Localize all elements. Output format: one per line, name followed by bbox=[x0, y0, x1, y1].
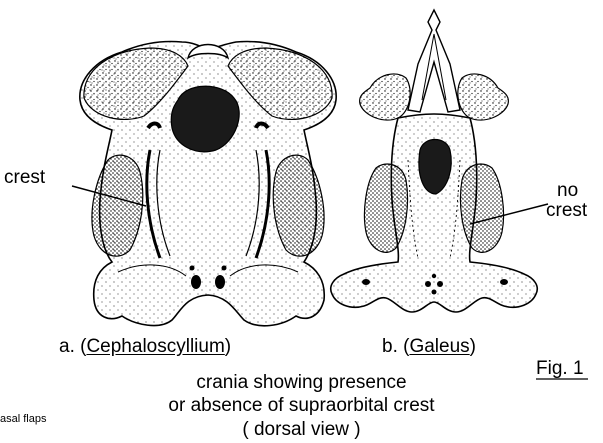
cranium-b-foramen-3 bbox=[432, 290, 437, 295]
panel-b-caption: b. (Galeus) bbox=[382, 337, 476, 356]
panel-a-suffix: ) bbox=[225, 336, 231, 357]
cranium-a-foramen-left bbox=[191, 275, 201, 289]
cranium-a-dot-1 bbox=[190, 266, 195, 271]
cranium-a bbox=[80, 41, 336, 325]
caption-line-2: or absence of supraorbital crest bbox=[100, 396, 503, 415]
cranium-b-right-orbit bbox=[460, 164, 503, 252]
cranium-b-foramen-1 bbox=[425, 281, 431, 287]
cropped-text-fragment: ​ bbox=[0, 434, 90, 443]
cranium-b-foramen-4 bbox=[432, 274, 436, 278]
cranium-b-left-nasal bbox=[360, 74, 411, 120]
no-crest-label: crest bbox=[546, 201, 587, 220]
panel-a-genus: Cephaloscyllium bbox=[86, 336, 224, 357]
cropped-text-line-1: asal flaps bbox=[0, 414, 46, 425]
panel-b-prefix: b. ( bbox=[382, 336, 409, 357]
cranium-b-rostrum bbox=[408, 10, 460, 112]
cranium-b-right-nasal bbox=[458, 74, 509, 120]
cranium-b-otic-left bbox=[362, 279, 370, 285]
cranium-b-foramen-2 bbox=[437, 281, 443, 287]
panel-a-prefix: a. ( bbox=[59, 336, 86, 357]
caption-line-1: crania showing presence bbox=[100, 373, 503, 392]
panel-a-caption: a. (Cephaloscyllium) bbox=[59, 337, 231, 356]
cranium-b-otic-right bbox=[500, 279, 508, 285]
cranium-b-left-orbit bbox=[364, 164, 407, 252]
caption-line-3: ( dorsal view ) bbox=[100, 420, 503, 439]
no-label: no bbox=[557, 181, 578, 200]
panel-b-genus: Galeus bbox=[409, 336, 469, 357]
cranium-b bbox=[331, 10, 538, 312]
cranium-a-dot-2 bbox=[222, 266, 227, 271]
crest-label: crest bbox=[4, 168, 45, 187]
panel-b-suffix: ) bbox=[470, 336, 476, 357]
cranium-a-foramen-right bbox=[215, 275, 225, 289]
figure-label: Fig. 1 bbox=[536, 359, 584, 378]
